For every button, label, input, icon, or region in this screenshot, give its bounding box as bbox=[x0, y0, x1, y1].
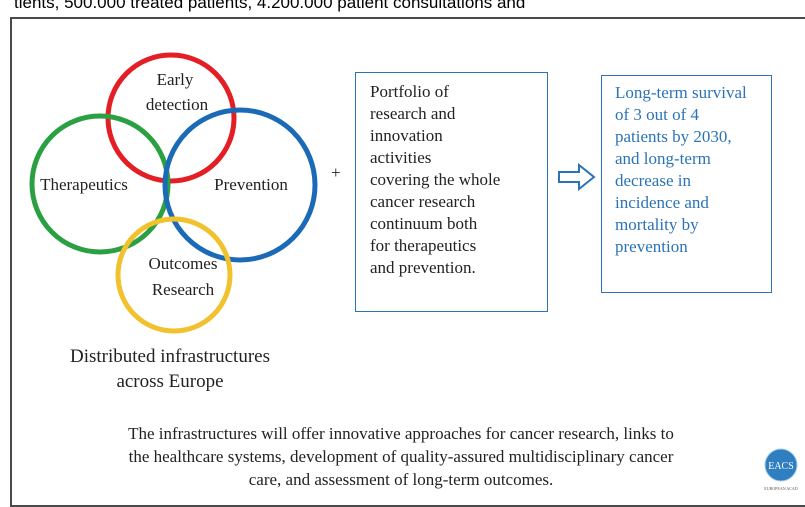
portfolio-line: and prevention. bbox=[370, 258, 476, 277]
portfolio-line: continuum both bbox=[370, 214, 478, 233]
logo-text: EACS bbox=[768, 461, 794, 472]
therapeutics-circle bbox=[29, 113, 171, 255]
outcome-line: incidence and bbox=[615, 193, 709, 212]
outcome-line: patients by 2030, bbox=[615, 127, 732, 146]
outcome-line: and long-term bbox=[615, 149, 711, 168]
logo-subtext: EUROPEAN ACAD bbox=[764, 486, 798, 491]
eacs-logo-icon: EACS EUROPEAN ACAD bbox=[764, 448, 798, 491]
plus-sign: + bbox=[331, 163, 341, 182]
outcome-line: decrease in bbox=[615, 171, 691, 190]
portfolio-box: Portfolio of research and innovation act… bbox=[355, 72, 548, 312]
distributed-line2: across Europe bbox=[116, 371, 224, 392]
portfolio-line: for therapeutics bbox=[370, 236, 477, 255]
outcome-box: Long-term survival of 3 out of 4 patient… bbox=[601, 75, 772, 293]
portfolio-line: research and bbox=[370, 104, 456, 123]
outcome-line: Long-term survival bbox=[615, 83, 747, 102]
early-label-line2: detection bbox=[146, 95, 209, 114]
outcomes-label-line1: Outcomes bbox=[149, 254, 218, 273]
prevention-circle bbox=[162, 107, 318, 263]
early-label-line1: Early bbox=[157, 70, 194, 89]
prevention-label: Prevention bbox=[214, 175, 288, 194]
outcome-line: prevention bbox=[615, 237, 688, 256]
right-arrow-icon bbox=[558, 163, 596, 191]
top-banner-text: tients, 500.000 treated patients, 4.200.… bbox=[14, 0, 526, 12]
outcomes-circle bbox=[115, 216, 233, 334]
distributed-infrastructures-caption: Distributed infrastructures across Europ… bbox=[30, 344, 310, 394]
outcome-line: of 3 out of 4 bbox=[615, 105, 700, 124]
distributed-line1: Distributed infrastructures bbox=[70, 346, 270, 367]
portfolio-line: covering the whole bbox=[370, 170, 501, 189]
portfolio-line: cancer research bbox=[370, 192, 476, 211]
portfolio-line: activities bbox=[370, 148, 432, 167]
outcome-line: mortality by bbox=[615, 215, 699, 234]
outcomes-label-line2: Research bbox=[152, 280, 215, 299]
venn-diagram: Early detection Therapeutics Prevention … bbox=[29, 52, 318, 334]
portfolio-line: innovation bbox=[370, 126, 443, 145]
footer-line2: the healthcare systems, development of q… bbox=[128, 447, 674, 466]
footer-text: The infrastructures will offer innovativ… bbox=[26, 422, 776, 491]
footer-line3: care, and assessment of long-term outcom… bbox=[248, 470, 554, 489]
therapeutics-label: Therapeutics bbox=[40, 175, 128, 194]
portfolio-line: Portfolio of bbox=[370, 82, 449, 101]
footer-line1: The infrastructures will offer innovativ… bbox=[128, 424, 674, 443]
